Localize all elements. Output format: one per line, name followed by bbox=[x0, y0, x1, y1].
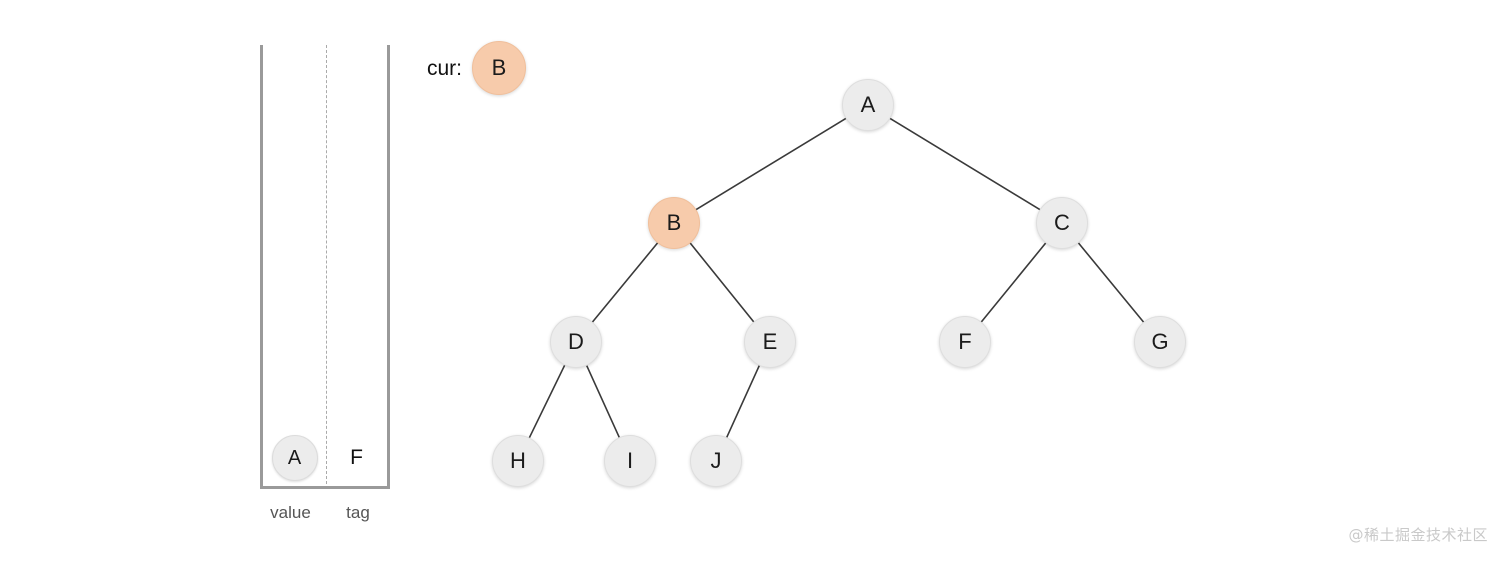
tree-node-c: C bbox=[1036, 197, 1088, 249]
tree-node-a: A bbox=[842, 79, 894, 131]
tree-edge-A-B bbox=[693, 116, 849, 212]
stack-left-wall bbox=[260, 45, 263, 489]
stack-caption-value: value bbox=[270, 503, 311, 522]
tree-edge-C-G bbox=[1076, 240, 1146, 325]
watermark: @稀土掘金技术社区 bbox=[1348, 526, 1488, 544]
current-node-pointer: cur: B bbox=[427, 41, 527, 95]
tree-edge-A-C bbox=[887, 116, 1043, 212]
tree-node-d: D bbox=[550, 316, 602, 368]
tree-node-h: H bbox=[492, 435, 544, 487]
tree-node-b: B bbox=[648, 197, 700, 249]
tree-node-e: E bbox=[744, 316, 796, 368]
cur-node-circle: B bbox=[472, 41, 527, 95]
tree-edge-E-J bbox=[725, 363, 761, 440]
tree-node-j: J bbox=[690, 435, 742, 487]
tree-edge-B-D bbox=[590, 240, 660, 325]
tree-node-g: G bbox=[1134, 316, 1186, 368]
tree-edge-C-F bbox=[979, 240, 1048, 325]
tree-edge-D-I bbox=[585, 363, 621, 440]
tree-node-i: I bbox=[604, 435, 656, 487]
stack-cell-value: A bbox=[263, 435, 326, 481]
stack-floor bbox=[260, 486, 390, 489]
stack-tag-value: F bbox=[350, 446, 363, 469]
tree-edge-B-E bbox=[688, 240, 756, 325]
stack-right-wall bbox=[387, 45, 390, 489]
tree-node-f: F bbox=[939, 316, 991, 368]
stack-value-node: A bbox=[271, 435, 318, 481]
stack-caption-tag: tag bbox=[346, 503, 370, 522]
cur-label: cur: bbox=[427, 56, 463, 80]
stack-column-divider bbox=[326, 45, 327, 489]
tree-edge-D-H bbox=[527, 362, 567, 441]
